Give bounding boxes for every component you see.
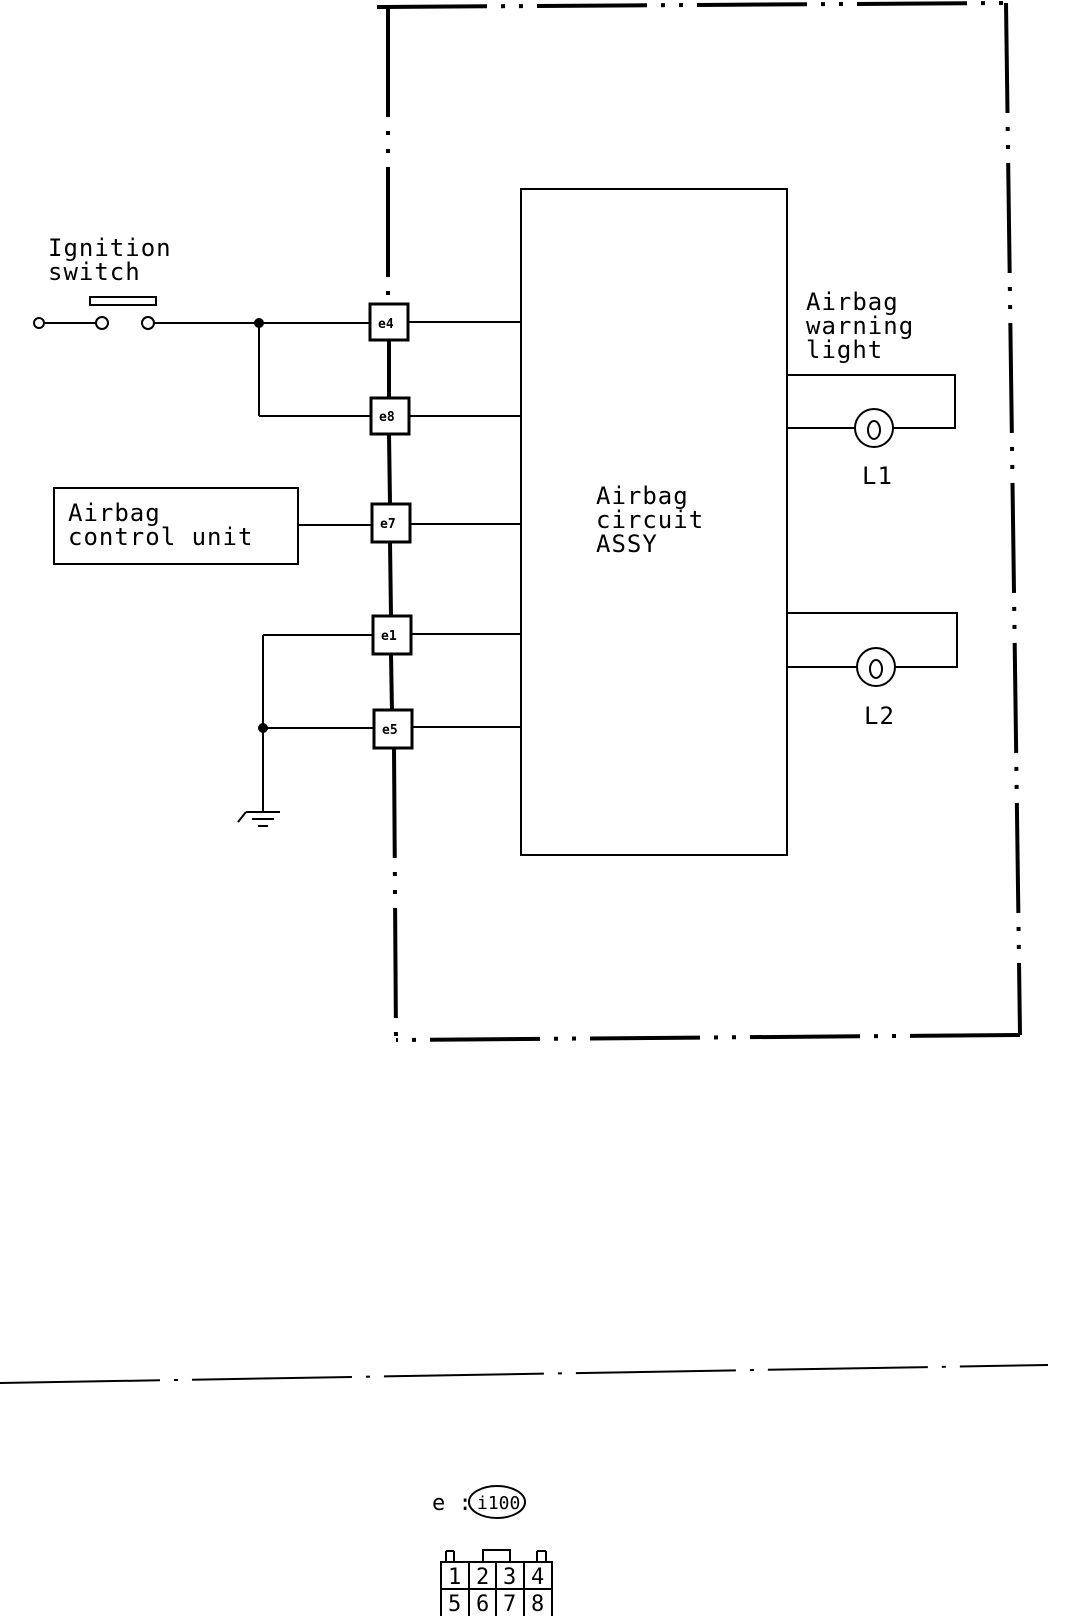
warning-label-line3: light <box>806 336 883 364</box>
switch-contact-icon <box>95 316 109 330</box>
warning-label-line1: Airbag <box>806 288 899 316</box>
pin-label-e5: e5 <box>382 723 398 738</box>
switch-actuator-icon <box>89 296 157 306</box>
pin-number: 5 <box>448 1592 461 1616</box>
pin-number: 6 <box>476 1592 489 1616</box>
circuit-label-line2: circuit <box>596 506 704 534</box>
bulb-icon <box>854 408 894 448</box>
pin-label-e7: e7 <box>380 517 396 532</box>
warning-label-line2: warning <box>806 312 914 340</box>
pin-number: 7 <box>503 1592 516 1616</box>
pin-number: 8 <box>531 1592 544 1616</box>
bulb-icon <box>856 647 896 687</box>
lamp-label-l2: L2 <box>864 702 895 730</box>
connector-code-badge <box>468 1485 526 1519</box>
pin-e7: e7 <box>370 502 521 544</box>
pin-number: 2 <box>476 1565 489 1590</box>
pin-number: 4 <box>531 1565 544 1590</box>
connector-face: 1 2 3 4 5 6 7 8 <box>440 1549 553 1616</box>
airbag-control-unit: Airbag control unit <box>53 487 372 565</box>
lamp-label-l1: L1 <box>862 462 893 490</box>
control-unit-label-line1: Airbag <box>68 499 161 527</box>
airbag-circuit-assy-box <box>520 188 788 856</box>
connector-reference: e : i100 1 2 3 4 5 6 7 8 <box>432 1485 553 1616</box>
section-divider <box>0 1364 1049 1384</box>
circuit-label-line1: Airbag <box>596 482 689 510</box>
pin-e5: e5 <box>372 708 521 750</box>
pin-e4: e4 <box>368 302 521 342</box>
switch-contact-icon <box>141 316 155 330</box>
ignition-label-line1: Ignition <box>48 234 172 262</box>
pin-e1: e1 <box>371 614 521 656</box>
circuit-label-line3: ASSY <box>596 530 658 558</box>
pin-number: 3 <box>503 1565 516 1590</box>
connector-prefix: e : <box>432 1491 472 1516</box>
lamp-l2: L2 <box>787 612 958 730</box>
outer-enclosure <box>376 1 1022 1042</box>
ground-icon <box>237 811 280 827</box>
ground-circuit <box>237 634 374 827</box>
pin-number: 1 <box>448 1565 461 1590</box>
pin-label-e8: e8 <box>379 410 395 425</box>
pin-e8: e8 <box>369 396 521 436</box>
control-unit-label-line2: control unit <box>68 523 253 551</box>
pin-label-e4: e4 <box>378 317 394 332</box>
lamp-l1: L1 <box>787 374 956 490</box>
pin-label-e1: e1 <box>381 629 397 644</box>
connector-bus <box>387 340 394 713</box>
ignition-label-line2: switch <box>48 258 141 286</box>
switch-terminal-icon <box>33 317 45 329</box>
ignition-switch: Ignition switch <box>33 234 371 417</box>
connector-code: i100 <box>477 1493 520 1514</box>
